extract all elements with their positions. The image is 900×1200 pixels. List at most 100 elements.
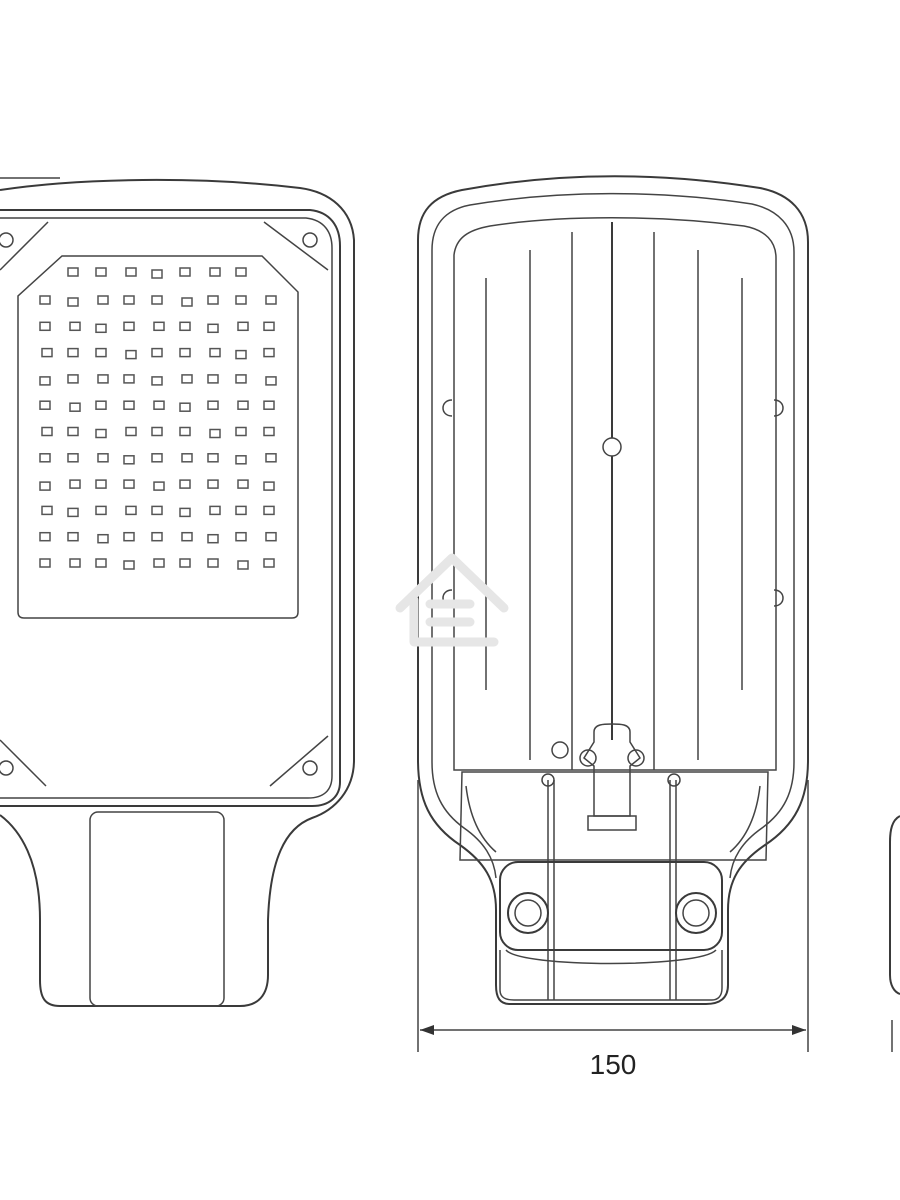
led-chip bbox=[39, 295, 51, 305]
led-chip bbox=[151, 531, 163, 542]
led-chip bbox=[209, 267, 221, 277]
side-view-partial bbox=[889, 815, 900, 1052]
led-chip bbox=[95, 428, 107, 439]
led-chip bbox=[151, 505, 163, 516]
led-chip bbox=[153, 481, 165, 491]
side-view-outline bbox=[889, 815, 900, 995]
led-chip bbox=[39, 453, 51, 463]
cover-curve-right bbox=[729, 785, 761, 853]
led-chip bbox=[95, 400, 107, 410]
led-chip bbox=[263, 347, 275, 358]
chamfer-top-left bbox=[0, 221, 49, 271]
led-chip bbox=[97, 295, 109, 305]
led-chip bbox=[263, 321, 275, 332]
led-chip bbox=[181, 453, 193, 463]
clamp-base bbox=[499, 950, 723, 1001]
led-chip bbox=[207, 533, 219, 544]
led-chip bbox=[207, 400, 219, 410]
side-lug-right-upper bbox=[773, 399, 784, 417]
led-chip bbox=[67, 531, 79, 542]
led-chip bbox=[235, 505, 247, 516]
led-chip bbox=[209, 428, 221, 439]
led-chip bbox=[95, 558, 107, 568]
led-chip bbox=[151, 269, 163, 279]
screw-hole-bottom-left bbox=[0, 760, 14, 776]
led-chip bbox=[39, 481, 51, 491]
led-chip bbox=[151, 426, 163, 437]
led-chip bbox=[41, 426, 53, 437]
led-chip bbox=[265, 531, 277, 542]
chamfer-bottom-right bbox=[269, 735, 329, 787]
led-chip bbox=[263, 481, 275, 491]
led-chip bbox=[41, 505, 53, 516]
led-chip bbox=[207, 453, 219, 463]
led-chip bbox=[123, 321, 135, 332]
led-chip bbox=[235, 531, 247, 542]
led-chip bbox=[265, 453, 277, 463]
led-chip bbox=[123, 295, 135, 305]
rear-bottom-cover bbox=[459, 771, 769, 861]
led-chip bbox=[39, 400, 51, 410]
house-watermark-icon bbox=[395, 553, 509, 647]
led-chip bbox=[41, 347, 53, 358]
clamp-bolt-left-inner bbox=[514, 899, 542, 927]
led-chip bbox=[235, 455, 247, 465]
led-chip bbox=[235, 267, 247, 277]
rear-housing-inner bbox=[431, 192, 795, 879]
led-chip bbox=[97, 374, 109, 384]
led-chip bbox=[95, 505, 107, 516]
gland-screw-left bbox=[579, 749, 597, 767]
led-chip bbox=[179, 347, 191, 358]
front-inner-frame-2 bbox=[0, 217, 333, 799]
led-chip bbox=[67, 426, 79, 437]
dim-arrow-right bbox=[792, 1025, 806, 1035]
led-chip bbox=[207, 479, 219, 489]
led-chip bbox=[207, 558, 219, 568]
mounting-bracket bbox=[89, 811, 225, 1007]
chamfer-bottom-left bbox=[0, 739, 47, 787]
side-lug-left-upper bbox=[442, 399, 453, 417]
led-chip bbox=[97, 453, 109, 463]
led-chip bbox=[123, 400, 135, 410]
led-chip bbox=[209, 347, 221, 358]
led-chip bbox=[69, 402, 81, 412]
led-chip bbox=[235, 295, 247, 305]
led-chip bbox=[263, 426, 275, 437]
led-panel bbox=[17, 255, 299, 619]
clamp-pin-right bbox=[667, 773, 681, 787]
width-dimension: 150 bbox=[417, 780, 809, 1080]
heat-sink-fins bbox=[485, 232, 743, 770]
led-chip bbox=[123, 531, 135, 542]
led-chip bbox=[95, 323, 107, 334]
led-chip bbox=[123, 560, 135, 570]
led-chip bbox=[265, 376, 277, 386]
led-chip bbox=[179, 479, 191, 489]
led-chip bbox=[181, 531, 193, 542]
led-chip bbox=[179, 426, 191, 437]
mounting-clamp bbox=[499, 861, 723, 951]
led-chip bbox=[151, 347, 163, 358]
led-chip bbox=[39, 558, 51, 568]
led-chip bbox=[125, 349, 137, 360]
center-boss bbox=[602, 437, 622, 457]
led-chip bbox=[125, 505, 137, 516]
chamfer-top-right bbox=[263, 221, 329, 271]
led-chip bbox=[67, 374, 79, 384]
led-chip bbox=[237, 400, 249, 410]
led-chip bbox=[123, 374, 135, 384]
led-chip bbox=[95, 347, 107, 358]
dim-arrow-left bbox=[420, 1025, 434, 1035]
led-chip bbox=[179, 507, 191, 518]
led-chip bbox=[123, 479, 135, 489]
led-chip bbox=[67, 267, 79, 277]
led-chip bbox=[69, 479, 81, 489]
led-chip bbox=[67, 297, 79, 307]
led-chip bbox=[209, 505, 221, 516]
cover-curve-left bbox=[465, 785, 497, 853]
led-chip bbox=[97, 533, 109, 544]
front-housing-outline bbox=[0, 178, 355, 1007]
led-chip bbox=[237, 560, 249, 570]
led-chip bbox=[207, 374, 219, 384]
screw-hole-bottom-right bbox=[302, 760, 318, 776]
